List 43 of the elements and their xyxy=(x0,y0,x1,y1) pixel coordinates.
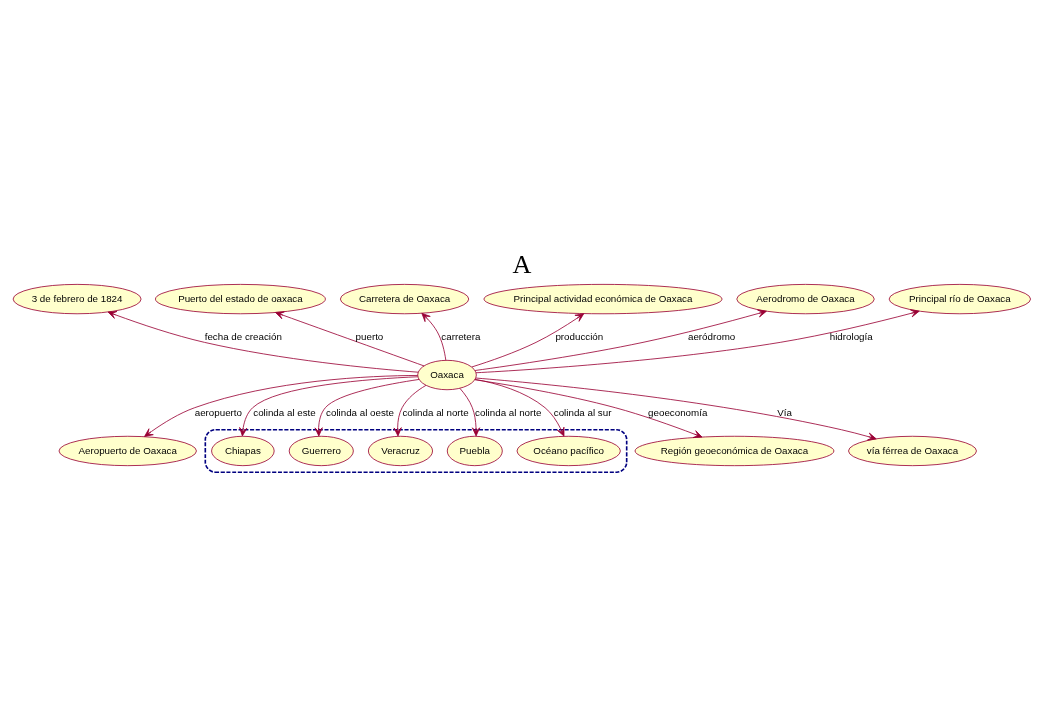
edge-label: producción xyxy=(555,330,604,342)
edge-label: colinda al norte xyxy=(402,406,469,418)
arrow xyxy=(239,375,419,436)
node-ellipse: Aeropuerto de Oaxaca xyxy=(58,435,197,466)
arrow xyxy=(474,309,767,371)
node-ellipse: Guerrero xyxy=(288,435,354,466)
arrow xyxy=(471,312,585,367)
edge-label: colinda al sur xyxy=(553,406,612,418)
node-ellipse: Puebla xyxy=(446,435,503,466)
arrow xyxy=(475,377,877,441)
node-ellipse: Región geoeconómica de Oaxaca xyxy=(634,435,835,466)
arrow xyxy=(393,384,427,436)
edge-label: puerto xyxy=(355,330,384,342)
arrow xyxy=(459,387,481,436)
node-ellipse: Océano pacífico xyxy=(516,435,621,466)
arrow xyxy=(144,374,419,437)
arrow xyxy=(275,310,425,366)
node-ellipse: Principal río de Oaxaca xyxy=(888,283,1031,314)
arrow xyxy=(107,310,419,373)
diagram-title: A xyxy=(512,249,532,279)
node-ellipse: Oaxaca xyxy=(417,359,477,390)
edge-label: aeropuerto xyxy=(194,406,243,418)
edge-label: hidrología xyxy=(829,330,873,342)
arrow xyxy=(474,378,703,438)
edge-label: colinda al este xyxy=(253,406,316,418)
edge-label: aeródromo xyxy=(687,330,736,342)
node-ellipse: Carretera de Oaxaca xyxy=(339,283,470,314)
edge-label: colinda al norte xyxy=(475,406,542,418)
node-ellipse: Principal actividad económica de Oaxaca xyxy=(483,283,723,314)
arrow xyxy=(421,312,447,360)
edge-label: geoeconomía xyxy=(648,406,708,418)
edge-label: fecha de creación xyxy=(204,330,282,342)
node-ellipse: vía férrea de Oaxaca xyxy=(848,435,977,466)
node-ellipse: Chiapas xyxy=(211,435,275,466)
edge-label: colinda al oeste xyxy=(326,406,395,418)
arrow xyxy=(475,308,920,373)
node-ellipse: Veracruz xyxy=(367,435,433,466)
arrow xyxy=(314,378,420,436)
node-ellipse: Puerto del estado de oaxaca xyxy=(155,283,326,314)
edge-label: Vía xyxy=(777,406,793,418)
node-ellipse: 3 de febrero de 1824 xyxy=(12,283,142,314)
node-ellipse: Aerodromo de Oaxaca xyxy=(736,283,875,314)
edge-label: carretera xyxy=(441,330,481,342)
